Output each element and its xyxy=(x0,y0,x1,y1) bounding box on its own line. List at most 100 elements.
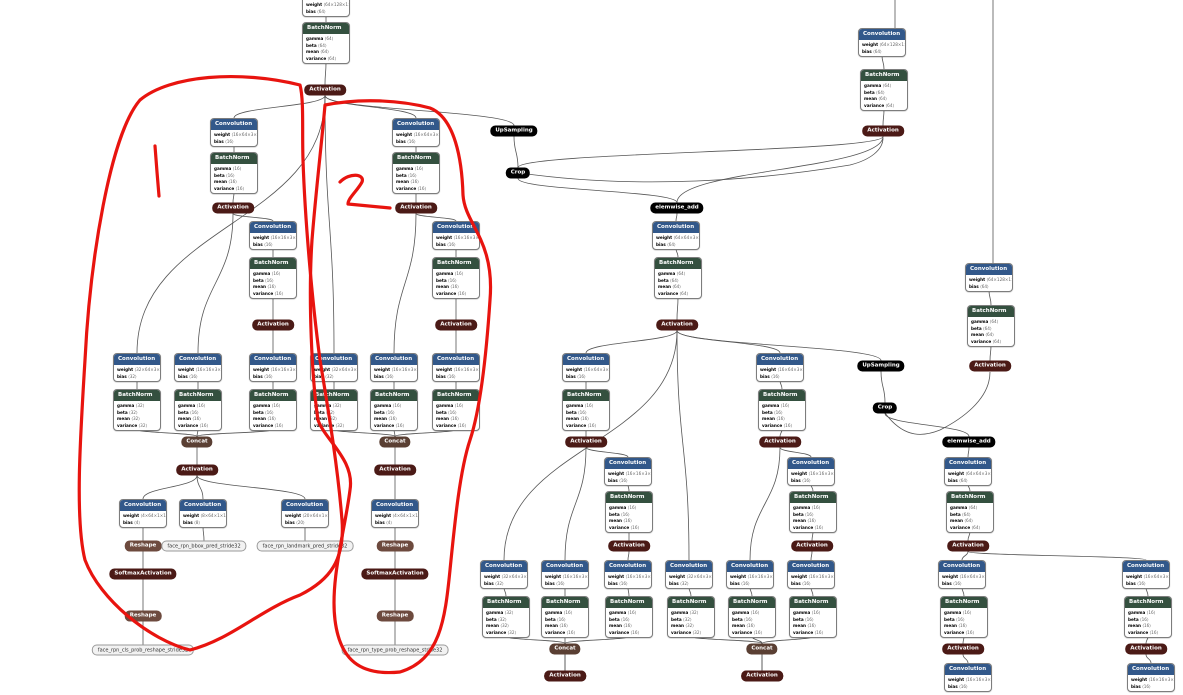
act-node[interactable]: Activation xyxy=(862,125,904,137)
act-node[interactable]: Activation xyxy=(1125,643,1167,655)
act-node[interactable]: Activation xyxy=(741,670,783,682)
act-node[interactable]: Activation xyxy=(947,540,989,552)
elemwise-add-node[interactable]: elemwise_add xyxy=(942,436,996,448)
output-node[interactable]: face_rpn_landmark_pred_stride32 xyxy=(256,540,354,552)
reshape-node[interactable]: Reshape xyxy=(124,610,162,622)
reshape-node[interactable]: Reshape xyxy=(376,610,414,622)
act-node[interactable]: Activation xyxy=(212,202,254,214)
act-node[interactable]: Activation xyxy=(395,202,437,214)
act-node[interactable]: Activation xyxy=(969,360,1011,372)
output-node[interactable]: face_rpn_cls_prob_reshape_stride32 xyxy=(91,644,195,656)
act-node[interactable]: Activation xyxy=(252,319,294,331)
reshape-node[interactable]: Reshape xyxy=(124,540,162,552)
upsampling-node[interactable]: UpSampling xyxy=(490,125,538,137)
act-node[interactable]: Activation xyxy=(374,464,416,476)
elemwise-add-node[interactable]: elemwise_add xyxy=(650,202,704,214)
act-node[interactable]: Activation xyxy=(435,319,477,331)
act-node[interactable]: Activation xyxy=(565,436,607,448)
act-node[interactable]: Activation xyxy=(942,643,984,655)
concat-node[interactable]: Concat xyxy=(746,643,778,655)
upsampling-node[interactable]: UpSampling xyxy=(857,360,905,372)
act-node[interactable]: Activation xyxy=(791,540,833,552)
crop-node[interactable]: Crop xyxy=(872,402,898,414)
act-node[interactable]: Activation xyxy=(759,436,801,448)
softmax-node[interactable]: SoftmaxActivation xyxy=(361,568,429,580)
concat-node[interactable]: Concat xyxy=(379,436,411,448)
concat-node[interactable]: Concat xyxy=(549,643,581,655)
act-node[interactable]: Activation xyxy=(608,540,650,552)
concat-node[interactable]: Concat xyxy=(181,436,213,448)
output-node[interactable]: face_rpn_type_prob_reshape_stride32 xyxy=(341,644,449,656)
act-node[interactable]: Activation xyxy=(304,84,346,96)
softmax-node[interactable]: SoftmaxActivation xyxy=(109,568,177,580)
reshape-node[interactable]: Reshape xyxy=(376,540,414,552)
act-node[interactable]: Activation xyxy=(544,670,586,682)
act-node[interactable]: Activation xyxy=(176,464,218,476)
crop-node[interactable]: Crop xyxy=(505,167,531,179)
output-node[interactable]: face_rpn_bbox_pred_stride32 xyxy=(161,540,247,552)
act-node[interactable]: Activation xyxy=(656,319,698,331)
